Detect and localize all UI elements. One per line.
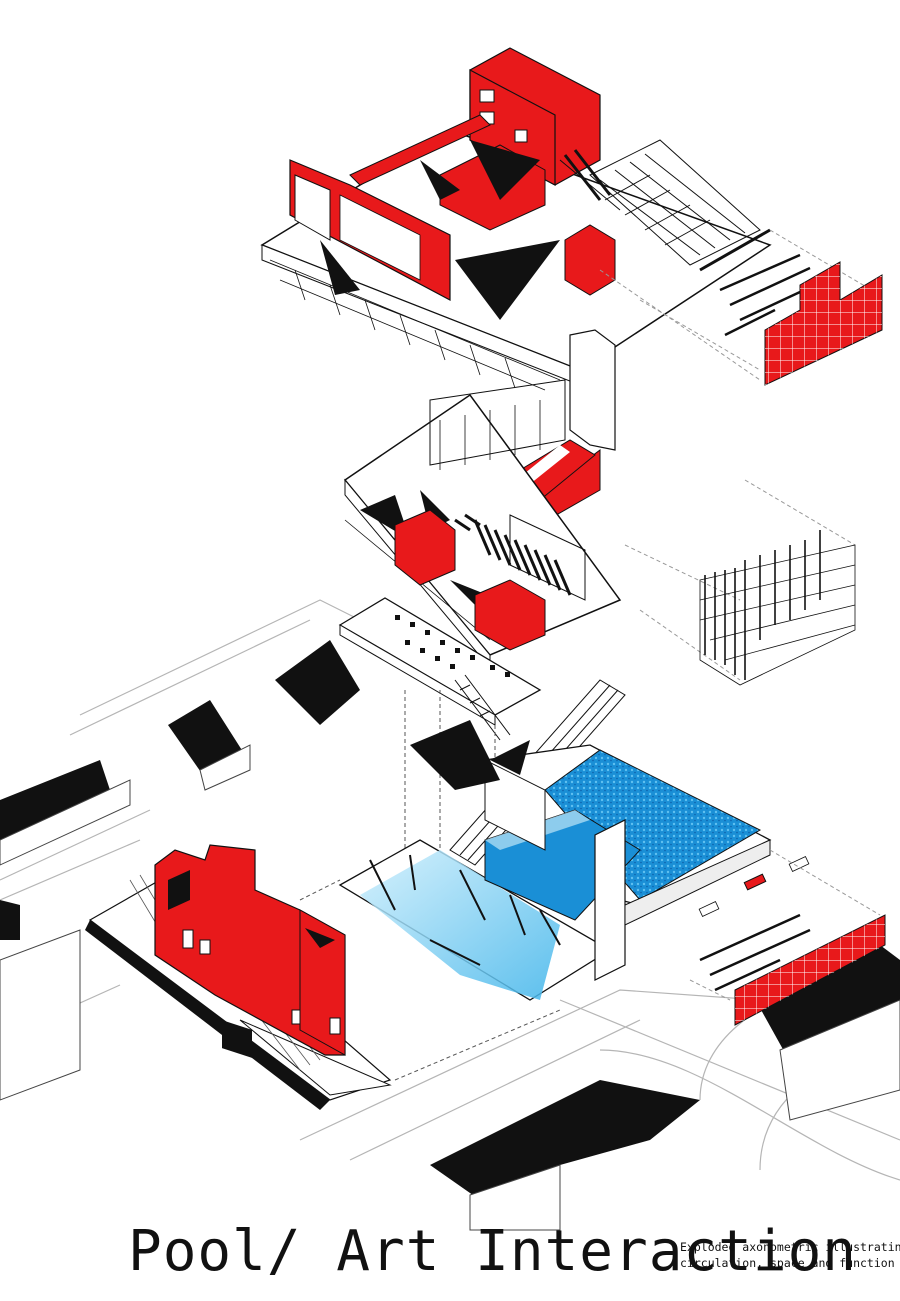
art-pavilion: [85, 844, 392, 1110]
facade-panel-top: [599, 229, 883, 386]
facade-panel-lower: [689, 849, 886, 1026]
caption-line-2: circulation, space and function: [680, 1256, 895, 1270]
poster-caption: Exploded axonometric illustrating circul…: [680, 1239, 900, 1271]
middle-level-platform: [343, 379, 622, 670]
cafe-level: [338, 597, 542, 741]
poster-title: Pool/ Art Interaction: [128, 1219, 858, 1284]
pool-block: [410, 720, 810, 981]
facade-screen-middle: [624, 479, 856, 686]
caption-line-1: Exploded axonometric illustrating: [680, 1240, 900, 1254]
top-level-platform: [260, 47, 772, 391]
